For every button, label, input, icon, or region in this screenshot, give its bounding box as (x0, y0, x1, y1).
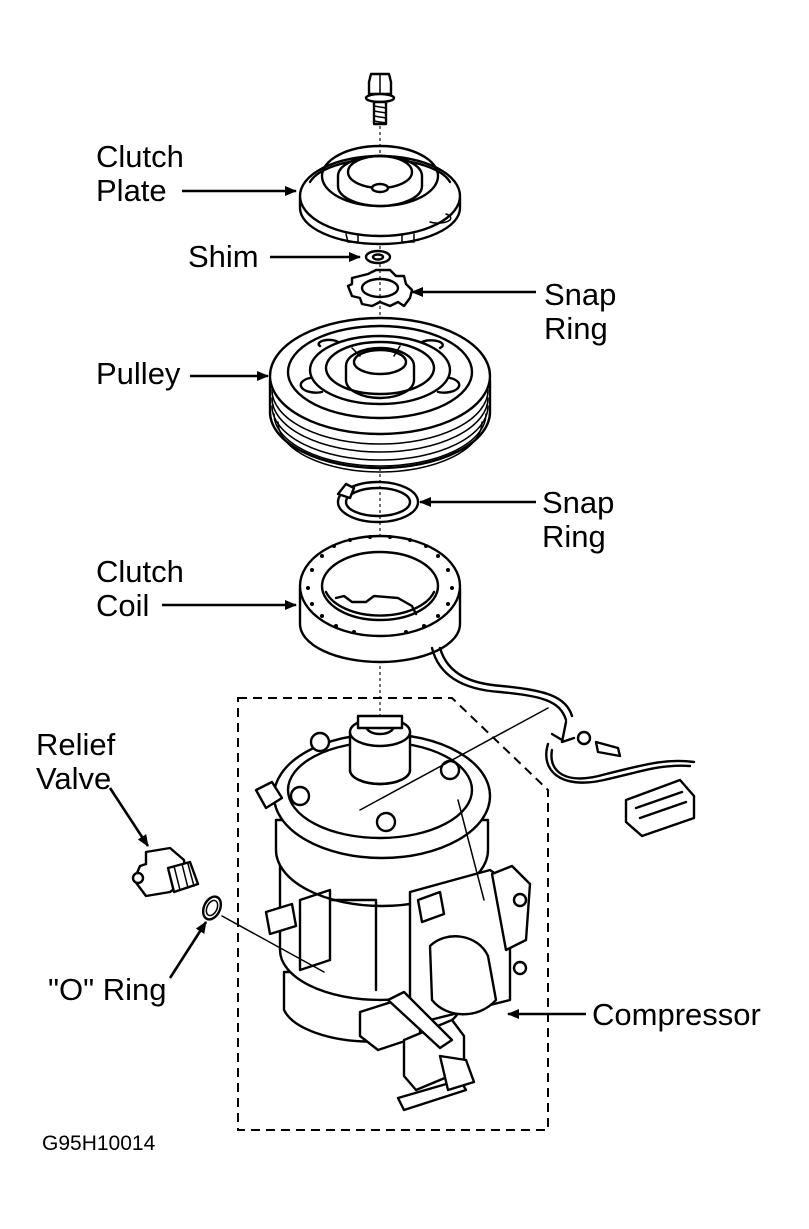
coil-wire-harness (430, 646, 696, 838)
bolt (364, 72, 396, 126)
o-ring (201, 895, 223, 921)
snap-ring-lower (336, 480, 420, 524)
label-shim: Shim (188, 239, 259, 274)
shim (364, 249, 392, 265)
clutch-coil (298, 534, 462, 664)
label-compressor: Compressor (592, 997, 761, 1032)
figure-id: G95H10014 (42, 1132, 156, 1155)
relief-valve (131, 846, 200, 898)
label-clutch-coil: Clutch Coil (96, 554, 184, 623)
wire-guide-line (359, 707, 549, 811)
label-snap-ring-lower: Snap Ring (542, 485, 615, 554)
compressor (254, 714, 532, 1112)
bracket-guide-line (457, 799, 485, 901)
pulley (268, 316, 492, 473)
label-pulley: Pulley (96, 356, 181, 391)
label-relief-valve: Relief Valve (36, 727, 116, 796)
clutch-plate (298, 144, 462, 246)
leader-relief-valve (108, 787, 150, 847)
label-o-ring: "O" Ring (48, 972, 167, 1007)
label-snap-ring-upper: Snap Ring (544, 277, 617, 346)
label-clutch-plate: Clutch Plate (96, 139, 184, 208)
leader-o-ring (168, 921, 208, 979)
compressor-bounding-box (237, 697, 549, 1131)
snap-ring-upper (346, 268, 414, 308)
valve-guide-line (221, 915, 325, 973)
